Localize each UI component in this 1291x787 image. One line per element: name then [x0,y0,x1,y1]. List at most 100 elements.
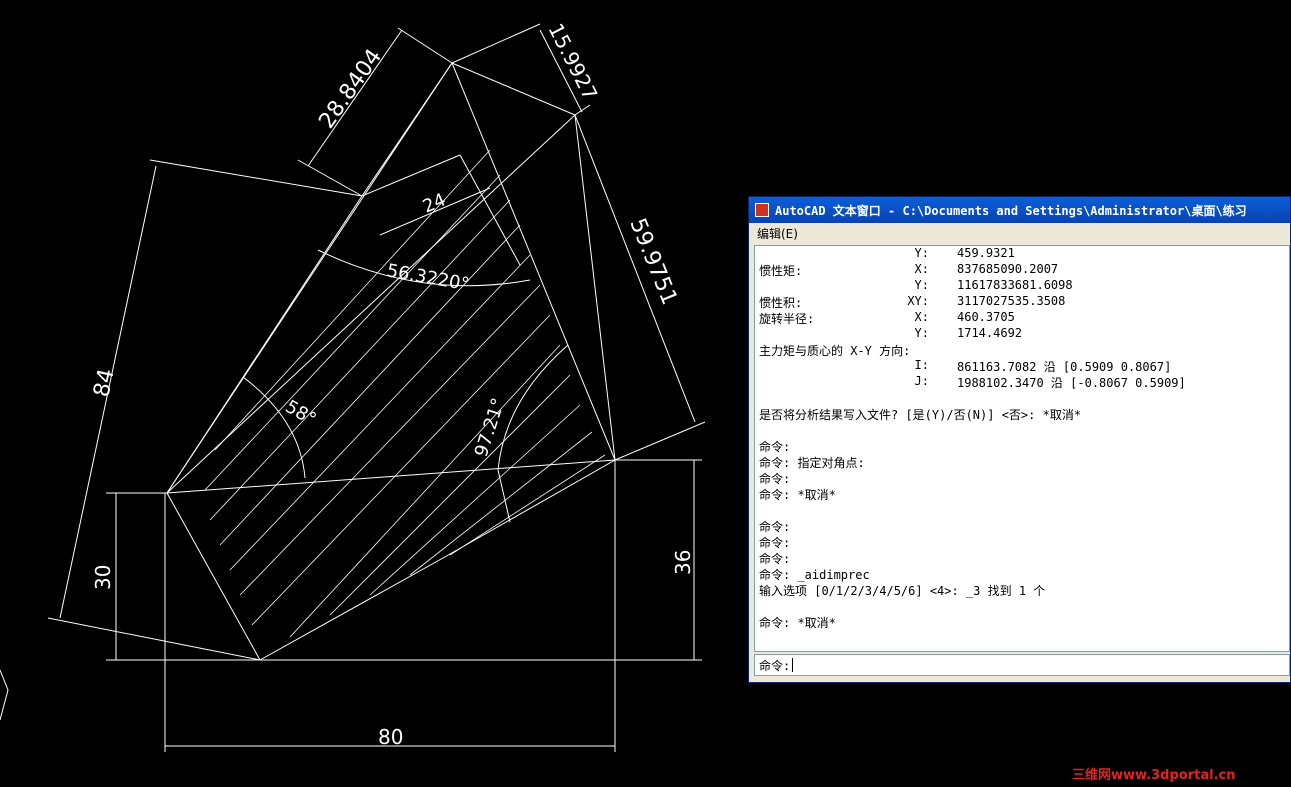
history-cell: 1714.4692 [957,326,1023,340]
history-cell: 459.9321 [957,246,1015,260]
dim-text-24: 24 [420,189,449,217]
history-line: 是否将分析结果写入文件? [是(Y)/否(N)] <否>: *取消* [755,406,1289,422]
history-line: 主力矩与质心的 X-Y 方向: [755,342,1289,358]
history-cell: 命令: 指定对角点: [759,456,865,470]
history-line: 惯性积: XY: 3117027535.3508 [755,294,1289,310]
history-line: 命令: *取消* [755,486,1289,502]
dim-line-84 [59,165,157,619]
history-cell: 837685090.2007 [957,262,1059,276]
menu-bar: 编辑(E) [749,223,1290,243]
history-cell: 主力矩与质心的 X-Y 方向: [759,344,911,358]
dim-text-59-9751: 59.9751 [624,215,681,309]
history-cell: 旋转半径: [759,312,815,326]
history-cell: 惯性矩: [759,264,803,278]
history-cell: 命令: *取消* [759,488,836,502]
dim-text-15-9927: 15.9927 [544,19,603,104]
history-line [755,390,1289,406]
dim-line-59-9751 [574,114,696,423]
history-cell: Y: [914,278,929,292]
history-line: 命令: [755,550,1289,566]
history-cell: 命令: _aidimprec [759,568,870,582]
history-cell: 460.3705 [957,310,1015,324]
construction-line [166,114,576,494]
command-line-input[interactable]: 命令: [754,654,1290,676]
construction-line [459,154,521,266]
history-cell: XY: [907,294,929,308]
window-title: AutoCAD 文本窗口 - C:\Documents and Settings… [775,203,1247,218]
construction-line [166,459,616,494]
dim-text-30: 30 [91,565,115,590]
history-line: 命令: [755,438,1289,454]
history-cell: 命令: [759,536,791,550]
text-caret [792,658,794,672]
dim-text-80: 80 [378,725,403,749]
history-line: 惯性矩: X: 837685090.2007 [755,262,1289,278]
dim-line-24 [379,187,491,236]
history-line: 旋转半径: X: 460.3705 [755,310,1289,326]
history-line [755,422,1289,438]
history-cell: 1988102.3470 沿 [-0.8067 0.5909] [957,376,1186,390]
construction-line [361,154,461,197]
history-cell: 861163.7082 沿 [0.5909 0.8067] [957,360,1172,374]
watermark: 三维网www.3dportal.cn [1072,768,1236,783]
part-outline [166,62,616,661]
angle-arc-58 [242,376,306,479]
history-cell: X: [914,310,929,324]
history-line: 命令: *取消* [755,614,1289,630]
history-cell: 命令: [759,472,791,486]
history-cell: 命令: [759,440,791,454]
extension-line [574,104,591,116]
history-cell: 输入选项 [0/1/2/3/4/5/6] <4>: _3 找到 1 个 [759,584,1046,598]
history-line: Y: 1714.4692 [755,326,1289,342]
extension-line [297,159,363,197]
history-cell: 命令: *取消* [759,616,836,630]
history-cell: 惯性积: [759,296,803,310]
history-cell: 11617833681.6098 [957,278,1073,292]
history-line: 命令: [755,470,1289,486]
dim-text-28-8404: 28.8404 [314,45,387,134]
history-line [755,502,1289,518]
history-cell: I: [914,358,929,372]
text-window-titlebar[interactable]: AutoCAD 文本窗口 - C:\Documents and Settings… [749,197,1290,223]
dim-text-angle-56: 56.3220° [385,260,471,295]
history-line: 命令: [755,518,1289,534]
extension-line [451,23,541,64]
history-line: 命令: _aidimprec [755,566,1289,582]
history-cell: 命令: [759,552,791,566]
history-cell: 是否将分析结果写入文件? [是(Y)/否(N)] <否>: *取消* [759,408,1082,422]
extension-line [397,27,453,64]
history-line: 输入选项 [0/1/2/3/4/5/6] <4>: _3 找到 1 个 [755,582,1289,598]
history-cell: Y: [914,246,929,260]
extension-line [47,617,261,661]
history-line: Y: 459.9321 [755,246,1289,262]
history-line: Y: 11617833681.6098 [755,278,1289,294]
construction-line [166,62,453,494]
autocad-app-icon [755,203,769,217]
history-line: J: 1988102.3470 沿 [-0.8067 0.5909] [755,374,1289,390]
command-prompt: 命令: [759,658,791,673]
dim-line-28-8404 [307,29,403,167]
history-line: 命令: 指定对角点: [755,454,1289,470]
history-cell: Y: [914,326,929,340]
history-cell: 命令: [759,520,791,534]
angle-arc-56 [317,249,531,287]
dim-text-36: 36 [671,550,695,575]
extension-line [614,421,706,461]
dim-text-angle-97: 97.21° [471,395,510,459]
history-cell: J: [914,374,929,388]
history-cell: 3117027535.3508 [957,294,1066,308]
menu-edit[interactable]: 编辑(E) [757,226,798,241]
extension-line [149,159,363,197]
history-line [755,598,1289,614]
history-line: 命令: [755,534,1289,550]
autocad-text-window[interactable]: AutoCAD 文本窗口 - C:\Documents and Settings… [748,196,1291,683]
dim-text-angle-58: 58° [282,396,320,430]
dim-line-15-9927 [539,29,583,113]
angle-arc-97 [497,344,569,523]
construction-line [451,62,616,461]
history-line: I: 861163.7082 沿 [0.5909 0.8067] [755,358,1289,374]
hatch-pattern [204,149,606,638]
history-cell: X: [914,262,929,276]
